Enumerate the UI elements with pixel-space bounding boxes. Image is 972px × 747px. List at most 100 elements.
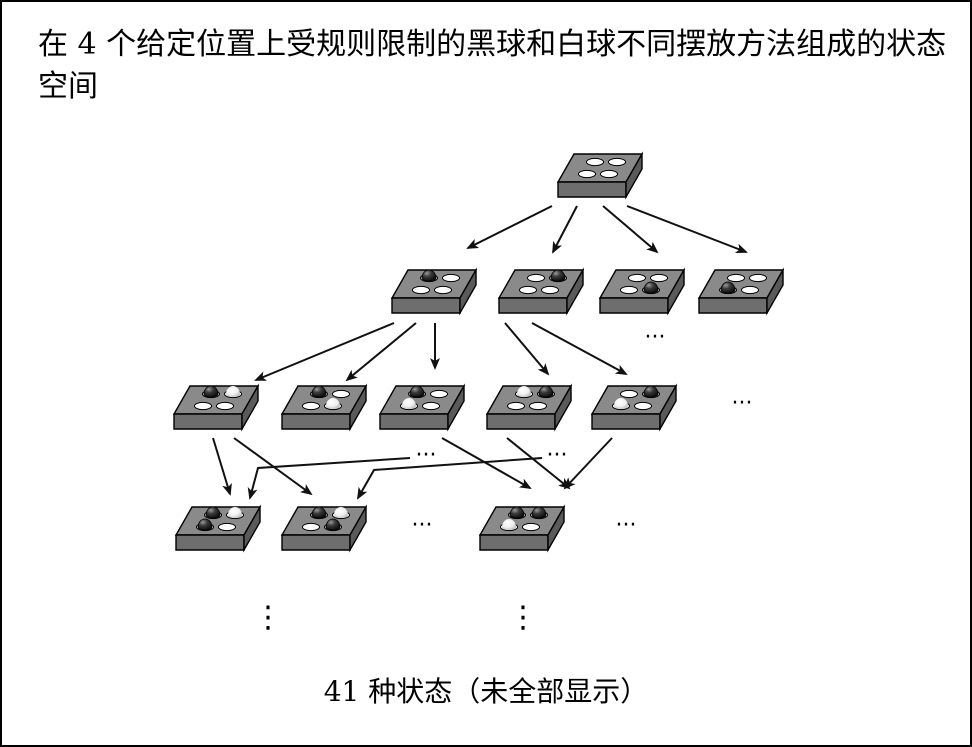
black-ball [643,385,659,398]
ellipsis: ··· [645,325,666,350]
tile-front-face [173,413,243,430]
tile-side-face [349,504,367,553]
transition-arrow [531,322,628,375]
state-count-caption: 41 种状态（未全部显示） [323,675,649,708]
tile-front-face [281,534,351,551]
black-ball [538,385,554,398]
ellipsis: ··· [616,513,637,538]
state-tile [390,267,478,316]
empty-slot [302,522,320,532]
state-tile [485,383,573,432]
vertical-ellipsis: ⋮ [508,600,538,635]
white-ball [517,386,531,397]
transition-arrow [504,322,550,376]
empty-slot [519,285,537,295]
state-tile [556,151,644,200]
empty-slot [412,285,430,295]
state-tile [478,504,566,553]
white-ball [228,507,242,518]
empty-slot [194,401,212,411]
empty-slot [442,273,460,283]
black-ball [509,506,525,519]
state-tile [378,383,466,432]
black-ball [197,518,213,531]
white-ball [326,398,340,409]
transition-arrow [506,437,571,490]
tile-front-face [486,413,556,430]
ellipsis: ··· [412,513,433,538]
state-tile [697,267,785,316]
empty-slot [749,273,767,283]
state-tile [497,267,585,316]
state-tiles [172,151,785,553]
empty-slot [600,169,618,179]
tile-front-face [391,297,461,314]
empty-slot [529,401,547,411]
tile-front-face [498,297,568,314]
state-tile [172,383,260,432]
tile-side-face [243,504,261,553]
transition-arrow [254,322,395,381]
empty-slot [628,273,646,283]
tile-side-face [459,267,477,316]
transition-arrow [345,322,417,382]
transition-arrow [602,205,659,254]
tile-side-face [447,383,465,432]
state-tile [280,383,368,432]
white-ball [614,398,628,409]
black-ball [311,385,327,398]
empty-slot [578,169,596,179]
tile-side-face [659,383,677,432]
empty-slot [216,401,234,411]
empty-slot [332,389,350,399]
black-ball [205,506,221,519]
state-tile [280,504,368,553]
black-ball [409,385,425,398]
empty-slot [620,389,638,399]
empty-slot [422,401,440,411]
state-tile [590,383,678,432]
tile-front-face [599,297,669,314]
vertical-ellipsis: ⋮ [253,600,283,635]
tile-front-face [379,413,449,430]
empty-slot [634,401,652,411]
tile-front-face [591,413,661,430]
black-ball [325,518,341,531]
tile-side-face [625,151,643,200]
black-ball [203,385,219,398]
tile-front-face [557,181,627,198]
white-ball [334,507,348,518]
black-ball [421,269,437,282]
state-tile [174,504,262,553]
transition-arrows [212,205,748,500]
ellipsis-group: ··· ··· ··· ··· ··· ··· ⋮ ⋮ [253,325,752,635]
tile-front-face [479,534,549,551]
black-ball [550,269,566,282]
empty-slot [586,157,604,167]
black-ball [643,281,659,294]
ellipsis: ··· [732,391,753,416]
transition-arrow [466,205,553,249]
empty-slot [522,522,540,532]
empty-slot [507,401,525,411]
transition-arrow [552,205,578,254]
tile-front-face [698,297,768,314]
empty-slot [302,401,320,411]
ellipsis: ··· [547,443,568,468]
tile-side-face [766,267,784,316]
tile-side-face [547,504,565,553]
tile-side-face [667,267,685,316]
empty-slot [434,285,452,295]
diagram-title: 在 4 个给定位置上受规则限制的黑球和白球不同摆放方法组成的状态空间 [38,27,947,104]
transition-arrow [233,437,313,496]
transition-arrow [247,457,411,500]
tile-front-face [175,534,245,551]
ellipsis: ··· [416,443,437,468]
tile-side-face [554,383,572,432]
empty-slot [620,285,638,295]
white-ball [226,386,240,397]
transition-arrow [441,437,532,489]
white-ball [502,519,516,530]
